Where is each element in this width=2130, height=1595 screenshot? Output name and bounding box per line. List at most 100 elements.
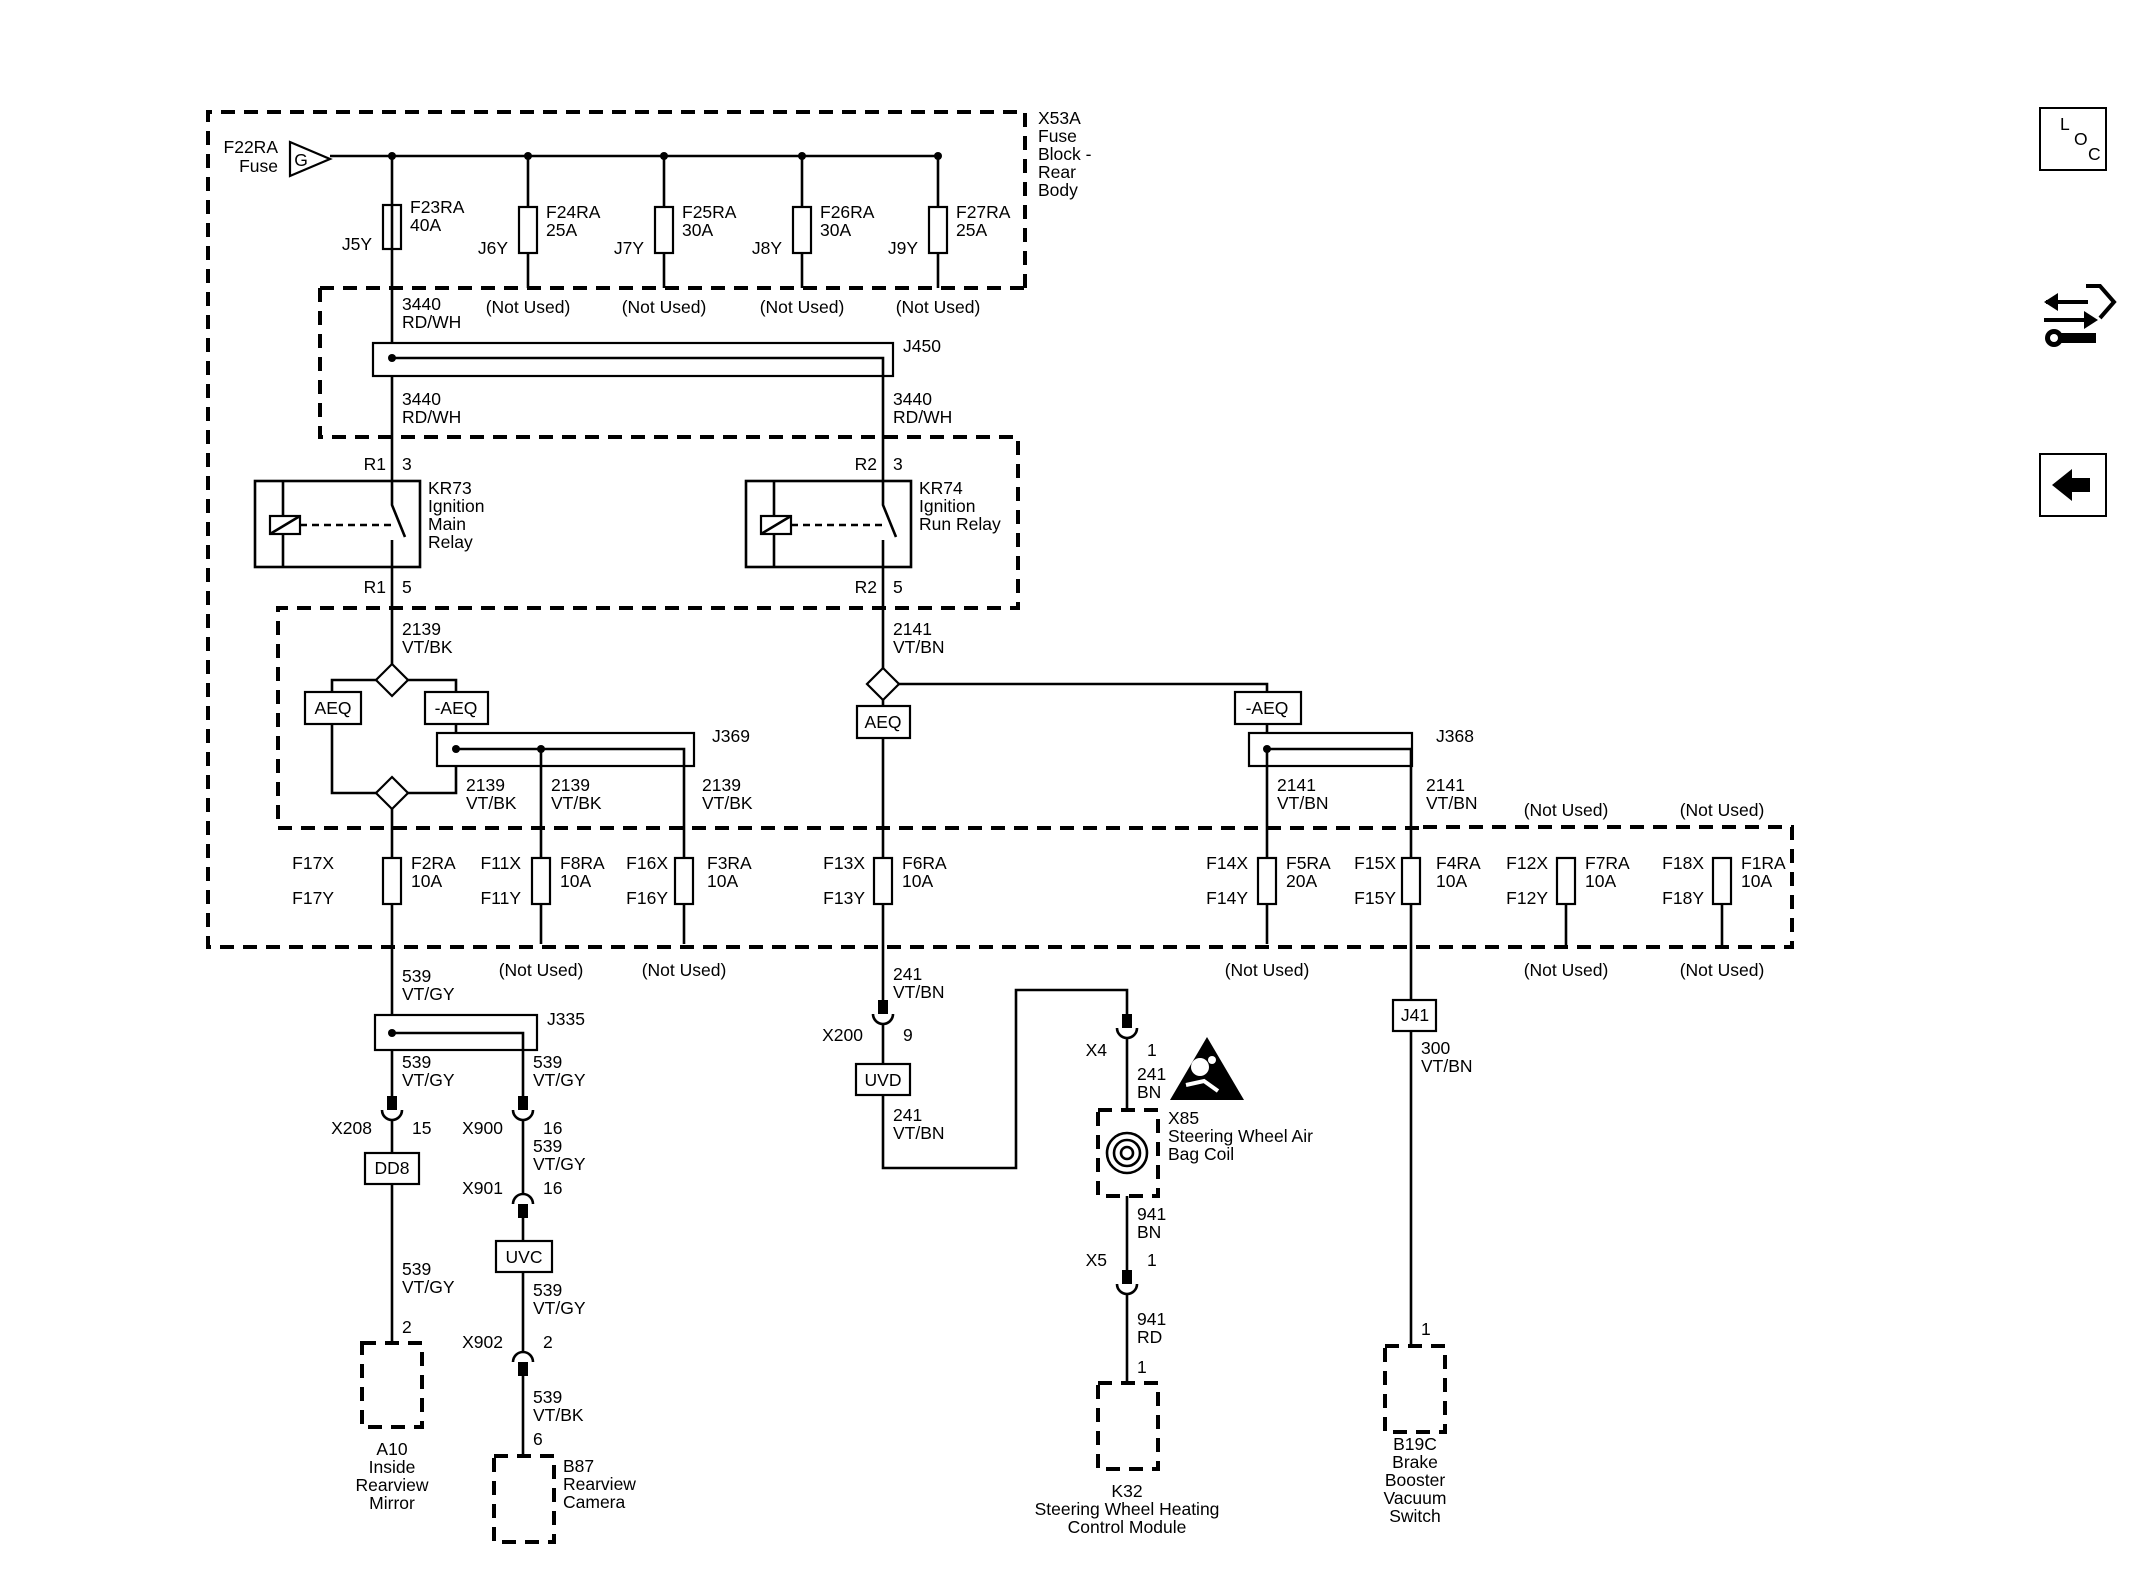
- fuse-f1ra-pin-out: F18Y: [1662, 888, 1704, 908]
- fuse-f1ra-pin-in: F18X: [1662, 853, 1704, 873]
- wire-2139-a-color: VT/BK: [466, 793, 517, 813]
- wire-2141-a-label: 2141: [1277, 775, 1316, 795]
- b19c-pin: 1: [1421, 1319, 1431, 1339]
- wire-2139-c-label: 2139: [702, 775, 741, 795]
- fuse-f1ra: F18X F18Y F1RA 10A (Not Used) (Not Used): [1662, 800, 1786, 980]
- fuse-f8ra-pin-in: F11X: [480, 853, 521, 873]
- connector-tools-button[interactable]: [2044, 284, 2117, 347]
- wire-3440-color-a: RD/WH: [402, 312, 461, 332]
- wire-2141-color: VT/BN: [893, 637, 945, 657]
- kr74-pin-in: 3: [893, 454, 903, 474]
- a10-name: A10: [376, 1439, 407, 1459]
- a10-pin: 2: [402, 1317, 412, 1337]
- wire-241-b-color: VT/BN: [893, 1123, 945, 1143]
- fuse-f24ra-rating: 25A: [546, 220, 577, 240]
- wire-539-d-color: VT/GY: [533, 1154, 586, 1174]
- fuse-block-name: X53A: [1038, 108, 1081, 128]
- fuse-f3ra-rating: 10A: [707, 871, 738, 891]
- b87-pin: 6: [533, 1429, 543, 1449]
- fuse-f2ra-pin-out: F17Y: [292, 888, 334, 908]
- fuse-f25ra: F25RA 30A J7Y (Not Used): [614, 152, 737, 317]
- circuit-300: J41 300 VT/BN 1 B19C Brake Booster Vacuu…: [1383, 998, 1473, 1526]
- wire-539-a-color: VT/GY: [402, 1070, 455, 1090]
- fuse-f26ra: F26RA 30A J8Y (Not Used): [752, 152, 875, 317]
- kr74-conn-in: R2: [855, 454, 877, 474]
- kr74-conn-out: R2: [855, 577, 877, 597]
- fuse-f2ra-name: F2RA: [411, 853, 456, 873]
- fuse-f23ra-pin: J5Y: [342, 234, 372, 254]
- splice-j369-label: J369: [712, 726, 750, 746]
- fuse-f8ra-note: (Not Used): [499, 960, 584, 980]
- back-button[interactable]: [2039, 453, 2107, 517]
- option-uvd: UVD: [865, 1070, 902, 1090]
- loc-letter-l: L: [2060, 114, 2070, 134]
- wire-241-b-label: 241: [893, 1105, 922, 1125]
- fuse-f1ra-name: F1RA: [1741, 853, 1786, 873]
- kr73-desc-1: Ignition: [428, 496, 484, 516]
- wire-2139-a-label: 2139: [466, 775, 505, 795]
- location-view-button[interactable]: L O C: [2039, 107, 2107, 171]
- conn-x4-pin: 1: [1147, 1040, 1157, 1060]
- wire-539-d-label: 539: [533, 1136, 562, 1156]
- splice-j450-label: J450: [903, 336, 941, 356]
- wire-300-color: VT/BN: [1421, 1056, 1473, 1076]
- fuse-f3ra-pin-out: F16Y: [626, 888, 668, 908]
- fuse-f4ra: F15X F15Y F4RA 10A: [1354, 853, 1481, 908]
- fuse-f27ra-note: (Not Used): [896, 297, 981, 317]
- fuse-f8ra-rating: 10A: [560, 871, 591, 891]
- fuse-f3ra-name: F3RA: [707, 853, 752, 873]
- lower-fuse-row: F17X F17Y F2RA 10A F11X F11Y F8RA 10A (N…: [292, 800, 1786, 980]
- wire-2139-b-label: 2139: [551, 775, 590, 795]
- fuse-f6ra-name: F6RA: [902, 853, 947, 873]
- fuse-f3ra-pin-in: F16X: [626, 853, 668, 873]
- wire-300-label: 300: [1421, 1038, 1450, 1058]
- splice-j335-label: J335: [547, 1009, 585, 1029]
- splice-j368-label: J368: [1436, 726, 1474, 746]
- fuse-f26ra-name: F26RA: [820, 202, 875, 222]
- fuse-f25ra-note: (Not Used): [622, 297, 707, 317]
- fuse-f4ra-pin-out: F15Y: [1354, 888, 1396, 908]
- fuse-block-boundaries: [206, 110, 1794, 949]
- kr74-desc-2: Run Relay: [919, 514, 1001, 534]
- conn-x902-pin: 2: [543, 1332, 553, 1352]
- option-uvc: UVC: [506, 1247, 543, 1267]
- fuse-f5ra-pin-out: F14Y: [1206, 888, 1248, 908]
- fuse-f7ra-note-top: (Not Used): [1524, 800, 1609, 820]
- circuit-2141: 2141 VT/BN AEQ -AEQ J368 2141 VT/BN 2141…: [855, 584, 1478, 1014]
- wire-2139-color: VT/BK: [402, 637, 453, 657]
- option-dd8: DD8: [374, 1158, 409, 1178]
- splice-j450-circuit: 3440 RD/WH J450 3440 RD/WH 3440 RD/WH: [371, 249, 952, 462]
- wire-539-f-label: 539: [533, 1387, 562, 1407]
- option-aeq-left: AEQ: [315, 698, 352, 718]
- option-aeq-right: AEQ: [865, 712, 902, 732]
- fuse-f24ra-pin: J6Y: [478, 238, 508, 258]
- conn-x4-name: X4: [1086, 1040, 1108, 1060]
- wire-539-e-color: VT/GY: [533, 1298, 586, 1318]
- wire-539-color: VT/GY: [402, 984, 455, 1004]
- kr73-name: KR73: [428, 478, 472, 498]
- wire-2141-label: 2141: [893, 619, 932, 639]
- wire-539-f-color: VT/BK: [533, 1405, 584, 1425]
- wire-539-b-label: 539: [533, 1052, 562, 1072]
- coil-spiral-icon: [1105, 1131, 1149, 1175]
- kr73-desc-2: Main: [428, 514, 466, 534]
- fuse-block-desc-1: Fuse: [1038, 126, 1077, 146]
- fuse-f4ra-rating: 10A: [1436, 871, 1467, 891]
- fuse-f26ra-rating: 30A: [820, 220, 851, 240]
- k32-desc-2: Control Module: [1068, 1517, 1187, 1537]
- fuse-f26ra-pin: J8Y: [752, 238, 782, 258]
- wire-539-c-color: VT/GY: [402, 1277, 455, 1297]
- fuse-f1ra-rating: 10A: [1741, 871, 1772, 891]
- fuse-f4ra-name: F4RA: [1436, 853, 1481, 873]
- wire-941-label: 941: [1137, 1204, 1166, 1224]
- kr73-desc-3: Relay: [428, 532, 473, 552]
- fuse-f6ra-rating: 10A: [902, 871, 933, 891]
- wire-241-c-color: BN: [1137, 1082, 1161, 1102]
- fuse-f8ra-name: F8RA: [560, 853, 605, 873]
- wire-3440-label-b: 3440: [402, 389, 441, 409]
- loc-letter-c: C: [2088, 144, 2101, 164]
- wire-539-b-color: VT/GY: [533, 1070, 586, 1090]
- fuse-f24ra: F24RA 25A J6Y (Not Used): [478, 152, 601, 317]
- b19c-desc-1: Brake: [1392, 1452, 1438, 1472]
